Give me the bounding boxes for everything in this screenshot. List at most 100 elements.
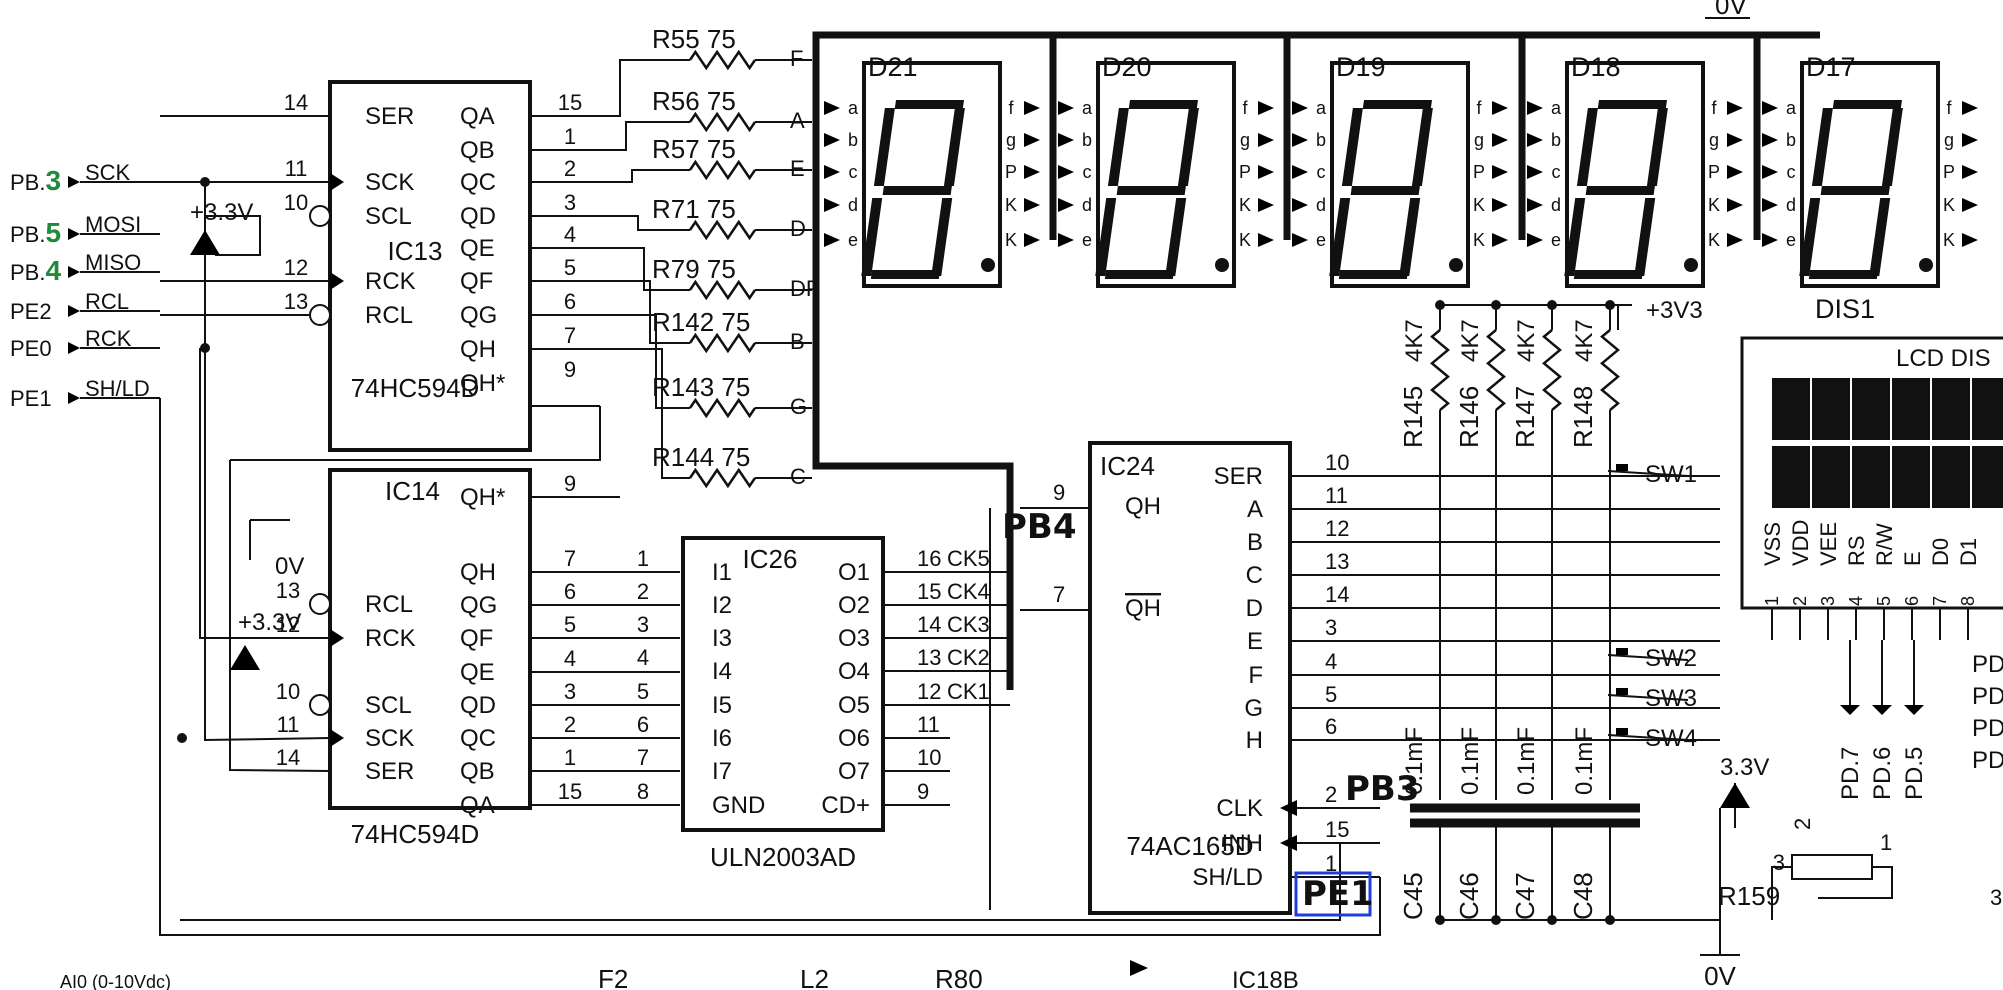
segment (1177, 108, 1199, 186)
segment (1576, 108, 1598, 186)
ic26-net-label: CK5 (947, 546, 990, 571)
supply-arrow (1720, 783, 1750, 808)
ic14-pin-num: 11 (277, 712, 300, 737)
lcd-pin-name: VEE (1816, 522, 1841, 566)
port-signal: MOSI (85, 212, 141, 237)
inversion-bubble (309, 694, 331, 716)
resistor-ref: R57 (652, 134, 707, 164)
lcd-pin-num: 6 (1902, 596, 1922, 606)
ic24-pin-num: 9 (1053, 480, 1065, 505)
display-pin-label: a (1082, 98, 1093, 118)
segment (1820, 186, 1890, 195)
pin-chevron (824, 101, 840, 115)
lcd-char-block (1972, 446, 2003, 508)
ic24-pin-name: F (1248, 662, 1263, 689)
ic13-part: 74HC594D (351, 373, 480, 403)
ic14-pin-num: 13 (276, 578, 300, 603)
segment-resistor (688, 467, 757, 489)
ic26-pin-num: 14 (917, 612, 941, 637)
display-pin-label: f (1242, 98, 1248, 118)
port-arrow (68, 342, 80, 354)
port-label: PB.5 (10, 217, 61, 248)
display-pin-label: d (848, 195, 858, 215)
resistor-label: R142 75 (652, 307, 750, 337)
capacitor-ref: C47 (1510, 872, 1540, 920)
ic13-pin-name: QH (460, 336, 496, 363)
display-body (1565, 61, 1705, 288)
display-body (1800, 61, 1940, 288)
ic24-pin-num: 7 (1053, 582, 1065, 607)
pin-chevron (1058, 233, 1074, 247)
ic26-pin-num: 4 (637, 645, 649, 670)
display-pin-label: K (1943, 195, 1955, 215)
port-arrow (68, 305, 80, 317)
pin-chevron (1762, 198, 1778, 212)
switch-contact (1607, 654, 1689, 661)
junction-dot (1605, 300, 1615, 310)
port-prefix: PB. (10, 260, 45, 285)
ic13-to-resistor (600, 215, 690, 231)
resistor-label: R55 75 (652, 24, 736, 54)
junction-dot (1605, 915, 1615, 925)
ic13-to-resistor (600, 59, 690, 117)
inversion-bubble (309, 304, 331, 326)
pullup-value: 4K7 (1401, 319, 1428, 362)
segment (931, 198, 953, 276)
ic26-net-label: CK4 (947, 579, 990, 604)
ic24-pin-name: INH (1222, 830, 1263, 857)
display-pin-label: a (848, 98, 859, 118)
ic13-to-resistor (600, 314, 690, 409)
segment (1107, 108, 1129, 186)
junction-dot (1435, 915, 1445, 925)
annotation-pe1: PE1 (1302, 874, 1374, 914)
ic14-pin-name: RCK (365, 625, 416, 652)
ic26-pin-name: I7 (712, 758, 732, 785)
ic14-pin-num: 6 (564, 579, 576, 604)
wire (230, 406, 601, 461)
pin-chevron (1024, 198, 1040, 212)
ic14-pin-num: 7 (564, 546, 576, 571)
segment (1362, 100, 1432, 109)
ic14-pin-name: QE (460, 659, 495, 686)
ic13-to-resistor (600, 280, 690, 344)
ic26-pin-name: O7 (838, 758, 870, 785)
ic24-pin-name: E (1247, 628, 1263, 655)
resistor-ref: R79 (652, 254, 707, 284)
wire (199, 348, 330, 639)
display-ref: D17 (1806, 52, 1856, 82)
display-pin-label: g (1474, 130, 1484, 150)
ic26-pin-name: CD+ (821, 792, 870, 819)
decimal-point (981, 258, 995, 272)
ic24-body (1088, 441, 1292, 915)
supply-label: 3.3V (1720, 754, 1769, 781)
wire (159, 398, 1381, 936)
ic26-pin-name: I1 (712, 559, 732, 586)
lcd-pin-num: 8 (1958, 596, 1978, 606)
ic24-pin-num: 14 (1325, 582, 1349, 607)
port-digit: 5 (45, 217, 61, 248)
ic14-body (328, 468, 532, 810)
ic13-pin-num: 13 (284, 289, 308, 314)
segment (861, 198, 883, 276)
pin-chevron (1258, 133, 1274, 147)
ic26-net-label: CK2 (947, 645, 990, 670)
pin-chevron (1492, 165, 1508, 179)
resistor-ref: R143 (652, 372, 721, 402)
segment (1338, 270, 1409, 279)
pin-chevron (1492, 233, 1508, 247)
ic14-pin-name: QG (460, 592, 497, 619)
display-ref: D21 (868, 52, 918, 82)
display-pin-label: d (1082, 195, 1092, 215)
lcd-pd-right: PD (1972, 651, 2003, 678)
ic26-pin-name: O2 (838, 592, 870, 619)
decimal-point (1919, 258, 1933, 272)
pin-chevron (1024, 233, 1040, 247)
ic14-pin-num: 4 (564, 646, 576, 671)
ic14-pin-name: SCK (365, 725, 414, 752)
pin-chevron (824, 133, 840, 147)
clock-marker (330, 272, 344, 290)
ic26-pin-name: O5 (838, 692, 870, 719)
ic24-pin-num: 13 (1325, 549, 1349, 574)
junction-dot (1491, 915, 1501, 925)
